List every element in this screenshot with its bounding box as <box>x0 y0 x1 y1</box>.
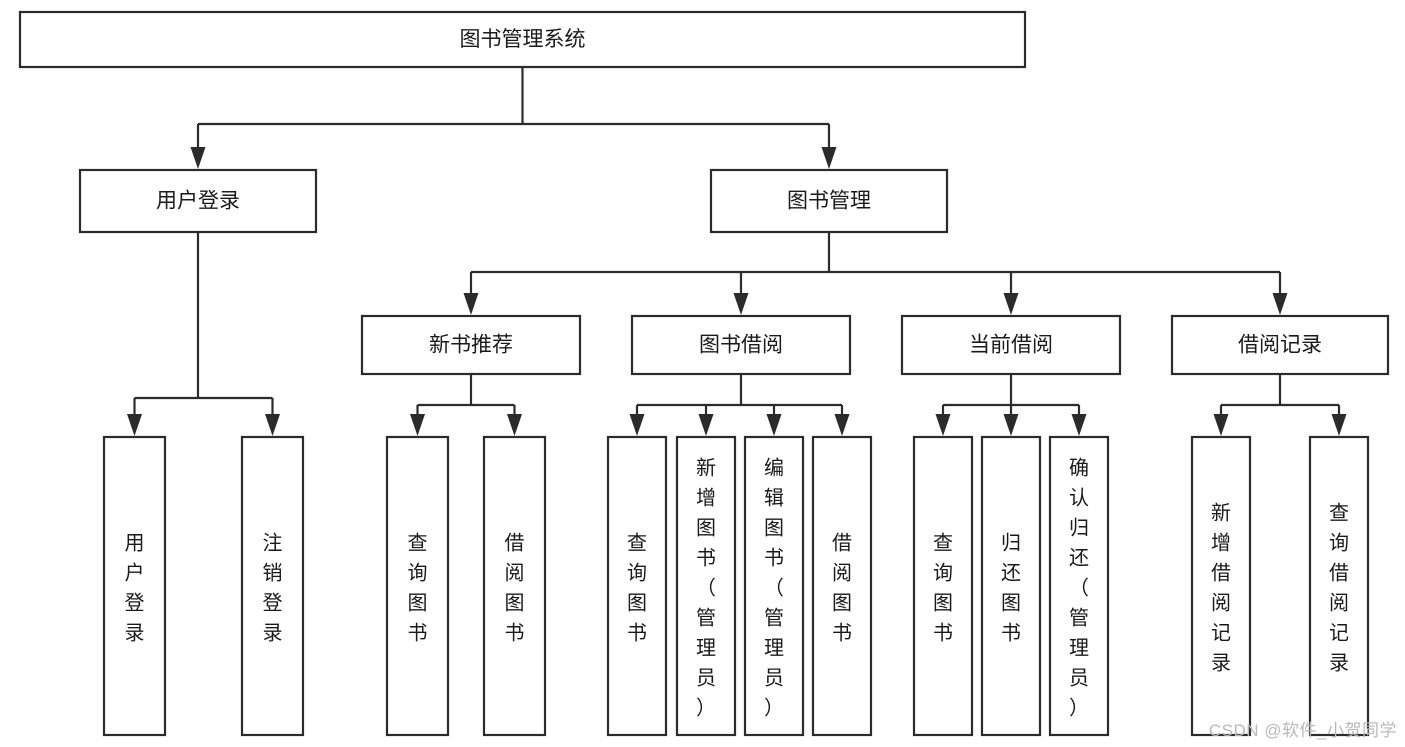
node-box-current-borrow <box>900 314 1122 376</box>
connector-group-borrow-record <box>1213 374 1347 436</box>
arrow-head-icon <box>265 414 280 436</box>
arrow-head-icon <box>821 147 837 169</box>
node-book-management[interactable]: 图书管理 <box>709 168 949 234</box>
node-leaf-user-login[interactable]: 用户登录 <box>102 435 167 737</box>
node-label-leaf-user-logout: 注销登录 <box>263 531 283 644</box>
node-label-leaf-confirm-return: 确认归还（管理员） <box>1069 456 1089 719</box>
arrow-head-icon <box>1331 414 1347 436</box>
connector-group-current-borrow <box>935 374 1087 436</box>
node-leaf-confirm-return[interactable]: 确认归还（管理员） <box>1048 435 1110 737</box>
node-label-root: 图书管理系统 <box>460 28 586 51</box>
connector-group-root <box>190 67 837 169</box>
node-box-leaf-user-login <box>102 435 167 737</box>
node-label-leaf-edit-book: 编辑图书（管理员） <box>764 456 784 719</box>
node-box-leaf-borrow-book <box>811 435 873 737</box>
node-label-leaf-add-book: 新增图书（管理员） <box>696 456 716 719</box>
arrow-head-icon <box>935 414 951 436</box>
node-box-user-login <box>78 168 318 234</box>
arrow-head-icon <box>733 293 749 315</box>
connector-group-book-management <box>463 232 1288 315</box>
node-user-login[interactable]: 用户登录 <box>78 168 318 234</box>
arrow-head-icon <box>629 414 645 436</box>
node-label-leaf-query-book-current: 查询图书 <box>933 531 953 644</box>
node-box-leaf-borrow-book-new <box>482 435 547 737</box>
node-label-leaf-query-book-new: 查询图书 <box>408 531 428 644</box>
node-box-book-management <box>709 168 949 234</box>
node-label-leaf-query-book-borrow: 查询图书 <box>627 531 647 644</box>
node-leaf-borrow-book[interactable]: 借阅图书 <box>811 435 873 737</box>
node-box-leaf-confirm-return <box>1048 435 1110 737</box>
connector-group-book-borrow <box>629 374 850 436</box>
node-label-leaf-borrow-book-new: 借阅图书 <box>505 531 525 644</box>
node-current-borrow[interactable]: 当前借阅 <box>900 314 1122 376</box>
node-box-leaf-return-book <box>980 435 1042 737</box>
node-label-user-login: 用户登录 <box>156 190 240 213</box>
arrow-head-icon <box>410 414 425 436</box>
node-leaf-query-book-new[interactable]: 查询图书 <box>385 435 450 737</box>
node-leaf-user-logout[interactable]: 注销登录 <box>240 435 305 737</box>
node-leaf-query-book-borrow[interactable]: 查询图书 <box>606 435 668 737</box>
node-box-leaf-edit-book <box>743 435 805 737</box>
node-box-book-borrow <box>630 314 852 376</box>
node-box-leaf-query-borrow-record <box>1308 435 1370 737</box>
node-label-borrow-record: 借阅记录 <box>1238 334 1322 357</box>
node-leaf-edit-book[interactable]: 编辑图书（管理员） <box>743 435 805 737</box>
node-leaf-return-book[interactable]: 归还图书 <box>980 435 1042 737</box>
node-book-borrow[interactable]: 图书借阅 <box>630 314 852 376</box>
node-box-root <box>18 10 1027 69</box>
node-leaf-query-borrow-record[interactable]: 查询借阅记录 <box>1308 435 1370 737</box>
node-leaf-add-book[interactable]: 新增图书（管理员） <box>675 435 737 737</box>
node-box-new-book-recommend <box>360 314 582 376</box>
node-leaf-query-book-current[interactable]: 查询图书 <box>912 435 974 737</box>
arrow-head-icon <box>698 414 714 436</box>
edges-layer <box>127 67 1347 436</box>
arrow-head-icon <box>507 414 522 436</box>
node-borrow-record[interactable]: 借阅记录 <box>1170 314 1390 376</box>
node-label-book-borrow: 图书借阅 <box>699 334 783 357</box>
node-box-leaf-query-book-new <box>385 435 450 737</box>
node-label-leaf-user-login: 用户登录 <box>125 532 145 644</box>
node-new-book-recommend[interactable]: 新书推荐 <box>360 314 582 376</box>
node-label-book-management: 图书管理 <box>787 190 871 213</box>
node-leaf-add-borrow-record[interactable]: 新增借阅记录 <box>1190 435 1252 737</box>
arrow-head-icon <box>463 293 479 315</box>
arrow-head-icon <box>1003 414 1019 436</box>
connector-group-user-login <box>127 232 280 436</box>
node-box-leaf-query-book-borrow <box>606 435 668 737</box>
nodes-layer: 图书管理系统用户登录图书管理新书推荐图书借阅当前借阅借阅记录用户登录注销登录查询… <box>18 10 1390 737</box>
node-leaf-borrow-book-new[interactable]: 借阅图书 <box>482 435 547 737</box>
node-box-leaf-user-logout <box>240 435 305 737</box>
node-box-leaf-add-borrow-record <box>1190 435 1252 737</box>
node-label-new-book-recommend: 新书推荐 <box>429 334 513 357</box>
arrow-head-icon <box>834 414 850 436</box>
arrow-head-icon <box>766 414 782 436</box>
connector-group-new-book-recommend <box>410 374 522 436</box>
node-label-leaf-borrow-book: 借阅图书 <box>832 531 852 644</box>
arrow-head-icon <box>1003 293 1019 315</box>
node-box-leaf-add-book <box>675 435 737 737</box>
arrow-head-icon <box>1272 293 1288 315</box>
node-label-leaf-add-borrow-record: 新增借阅记录 <box>1211 501 1231 674</box>
node-label-leaf-return-book: 归还图书 <box>1001 531 1021 644</box>
node-box-borrow-record <box>1170 314 1390 376</box>
arrow-head-icon <box>127 414 142 436</box>
node-box-leaf-query-book-current <box>912 435 974 737</box>
arrow-head-icon <box>1213 414 1229 436</box>
node-root[interactable]: 图书管理系统 <box>18 10 1027 69</box>
node-label-current-borrow: 当前借阅 <box>969 334 1053 357</box>
arrow-head-icon <box>190 147 206 169</box>
node-label-leaf-query-borrow-record: 查询借阅记录 <box>1329 501 1349 674</box>
arrow-head-icon <box>1071 414 1087 436</box>
